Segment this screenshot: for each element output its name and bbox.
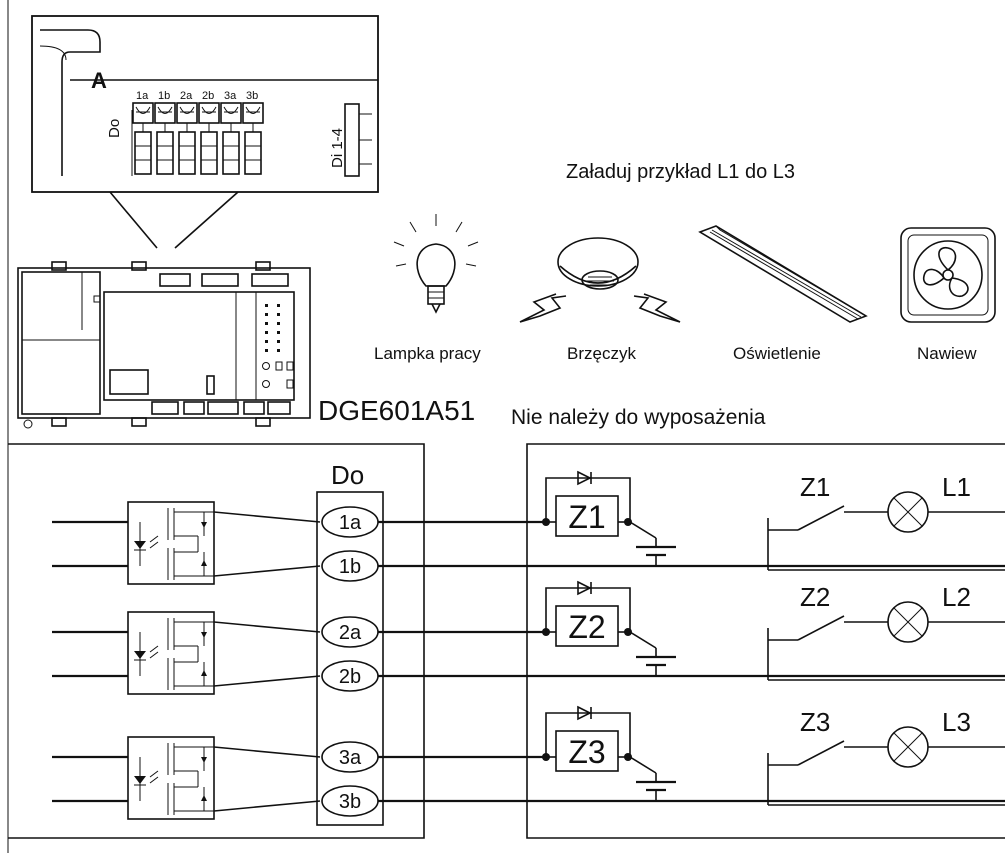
switch-contact	[797, 505, 845, 531]
callout-letter-a: A	[91, 68, 107, 93]
callout-terminal-label: 1b	[158, 90, 170, 102]
device-led	[277, 349, 280, 352]
device-led	[265, 304, 268, 307]
callout-terminal-label: 3b	[246, 90, 258, 102]
terminal-block	[132, 102, 264, 175]
switch-contact	[797, 740, 845, 766]
switch-contact	[797, 615, 845, 641]
load-label-fan: Nawiew	[917, 344, 977, 363]
loads-title: Załaduj przykład L1 do L3	[566, 161, 795, 183]
callout-do-label: Do	[106, 119, 123, 138]
fan-icon	[900, 227, 996, 323]
relay-label: Z1	[568, 499, 605, 535]
switch-label: Z2	[800, 582, 830, 612]
photomos-relay	[127, 736, 215, 820]
device-led	[265, 313, 268, 316]
led-symbol	[134, 651, 146, 659]
output-wire	[213, 511, 321, 523]
terminal-callout: A Do Di 1-4 1a 1b 2a 2b 3a 3b	[31, 15, 379, 249]
device-led	[265, 349, 268, 352]
device-led	[277, 304, 280, 307]
output-wire	[213, 675, 321, 687]
diode-loop	[545, 477, 631, 522]
relay-label: Z3	[568, 734, 605, 770]
internal-panel-frame	[8, 443, 425, 839]
terminal-label: 3b	[339, 791, 361, 813]
relay-coil	[555, 495, 619, 537]
relay-coil	[555, 730, 619, 772]
controller-device	[17, 261, 311, 429]
load-label-buzzer: Brzęczyk	[567, 344, 636, 363]
callout-terminal-label: 2b	[202, 90, 214, 102]
callout-di-label: Di 1-4	[329, 128, 346, 168]
diode-symbol	[577, 705, 592, 721]
photomos-relay	[127, 611, 215, 695]
do-terminal-strip	[316, 491, 384, 826]
terminal-label: 3a	[339, 747, 362, 769]
output-wire	[213, 800, 321, 812]
callout-terminal-label: 3a	[224, 90, 237, 102]
device-led	[277, 313, 280, 316]
output-wire	[213, 565, 321, 577]
callout-terminal-label: 1a	[136, 90, 149, 102]
device-led	[277, 322, 280, 325]
terminal-label: 1a	[339, 512, 362, 534]
device-led	[265, 331, 268, 334]
load-label-work-lamp: Lampka pracy	[374, 344, 481, 363]
schematic-do-header: Do	[331, 460, 364, 490]
diode-loop	[545, 587, 631, 632]
output-wire	[213, 746, 321, 758]
device-led	[265, 322, 268, 325]
output-wire	[213, 621, 321, 633]
relay-label: Z2	[568, 609, 605, 645]
terminal-label: 2b	[339, 666, 361, 688]
led-symbol	[134, 541, 146, 549]
load-label-lighting: Oświetlenie	[733, 344, 821, 363]
relay-coil	[555, 605, 619, 647]
terminal-label: 2a	[339, 622, 362, 644]
lamp-label: L1	[942, 472, 971, 502]
device-led	[265, 340, 268, 343]
external-note: Nie należy do wyposażenia	[511, 406, 766, 429]
switch-label: Z3	[800, 707, 830, 737]
device-led	[277, 340, 280, 343]
device-led	[277, 331, 280, 334]
photomos-relay	[127, 501, 215, 585]
device-model: DGE601A51	[318, 395, 475, 426]
terminal-label: 1b	[339, 556, 361, 578]
buzzer-icon	[519, 237, 681, 323]
lighting-icon	[698, 225, 868, 323]
led-symbol	[134, 776, 146, 784]
work-lamp-icon	[393, 214, 479, 314]
lamp-label: L2	[942, 582, 971, 612]
diode-symbol	[577, 470, 592, 486]
external-panel-frame	[526, 443, 1005, 839]
diode-loop	[545, 712, 631, 757]
switch-label: Z1	[800, 472, 830, 502]
diode-symbol	[577, 580, 592, 596]
lamp-label: L3	[942, 707, 971, 737]
callout-terminal-label: 2a	[180, 90, 193, 102]
